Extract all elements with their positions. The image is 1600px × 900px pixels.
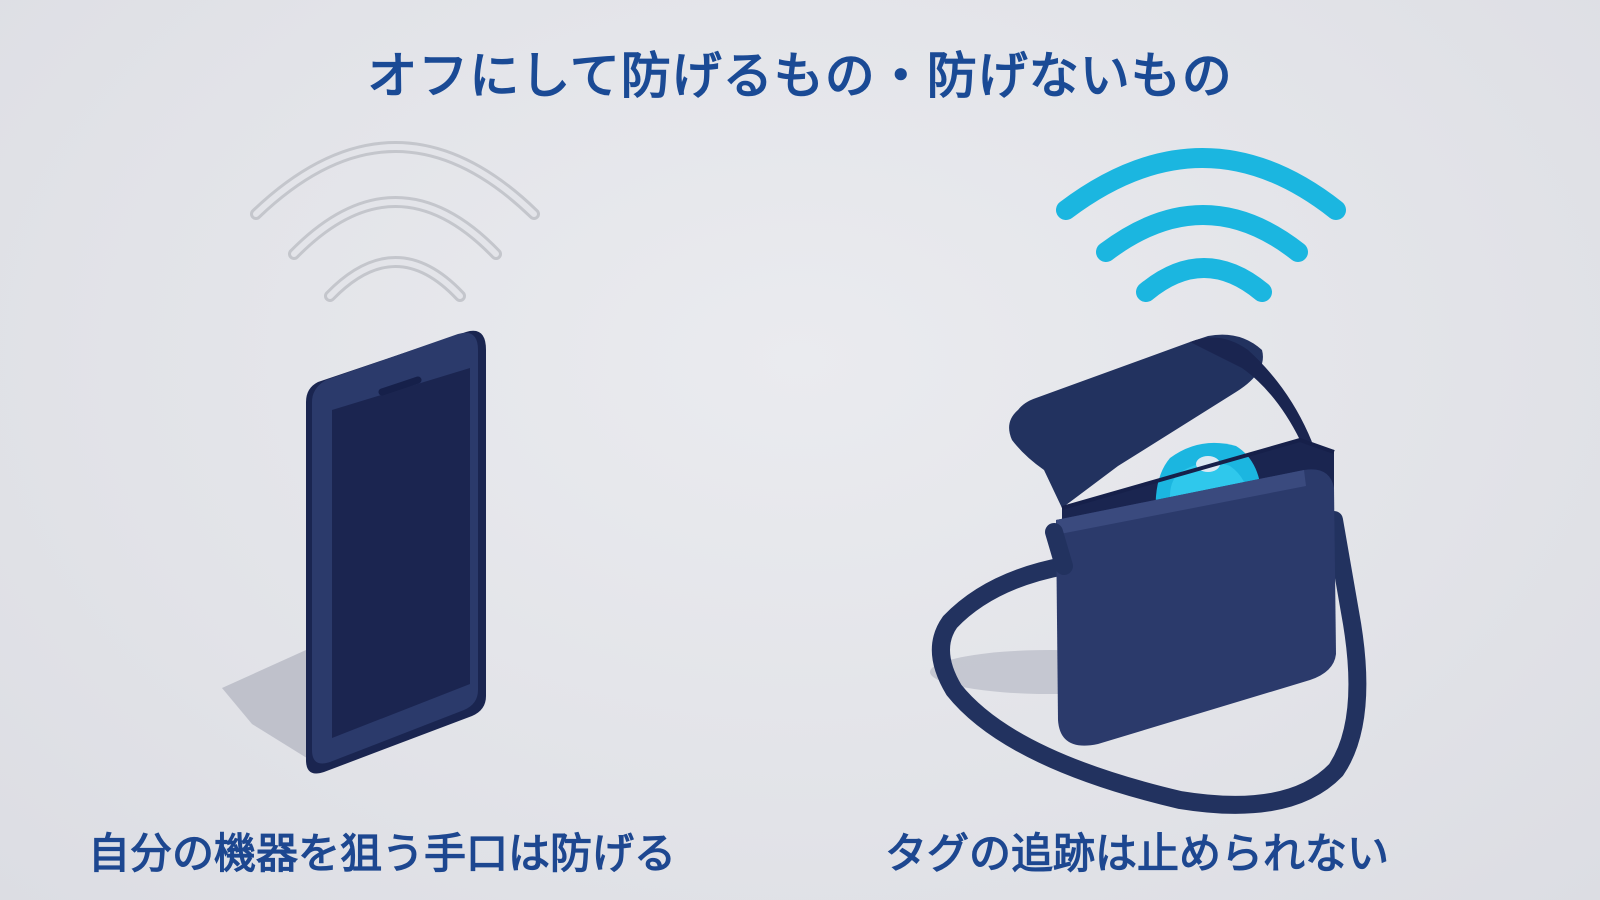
phone-screen — [332, 368, 470, 738]
right-caption: タグの追跡は止められない — [885, 829, 1390, 878]
wifi-arc-mid-active — [1096, 205, 1308, 262]
bag-front-wall — [1056, 469, 1336, 746]
bag-flap-side — [1190, 337, 1312, 442]
smartphone-icon — [222, 330, 486, 774]
bag-with-tracker-tag-icon — [930, 334, 1367, 814]
left-caption: 自分の機器を狙う手口は防げる — [88, 829, 677, 878]
bag-strap — [931, 511, 1367, 814]
bag-strap-front — [1045, 523, 1073, 575]
bag-flap — [1009, 334, 1263, 508]
wifi-arc-2 — [288, 196, 502, 260]
phone-earpiece — [378, 376, 422, 396]
bag-opening-rim — [1061, 437, 1335, 510]
page-title: オフにして防げるもの・防げないもの — [367, 47, 1233, 105]
bag-front-edge — [1056, 470, 1306, 534]
phone-shadow — [222, 650, 310, 760]
wifi-off-icon — [250, 141, 540, 302]
wifi-arc-inner-active — [1136, 258, 1272, 302]
wifi-arc-outer-inner — [253, 144, 537, 217]
wifi-arc-3 — [324, 256, 466, 302]
wifi-arc-outer-active — [1056, 148, 1346, 220]
wifi-on-icon — [1056, 148, 1346, 302]
